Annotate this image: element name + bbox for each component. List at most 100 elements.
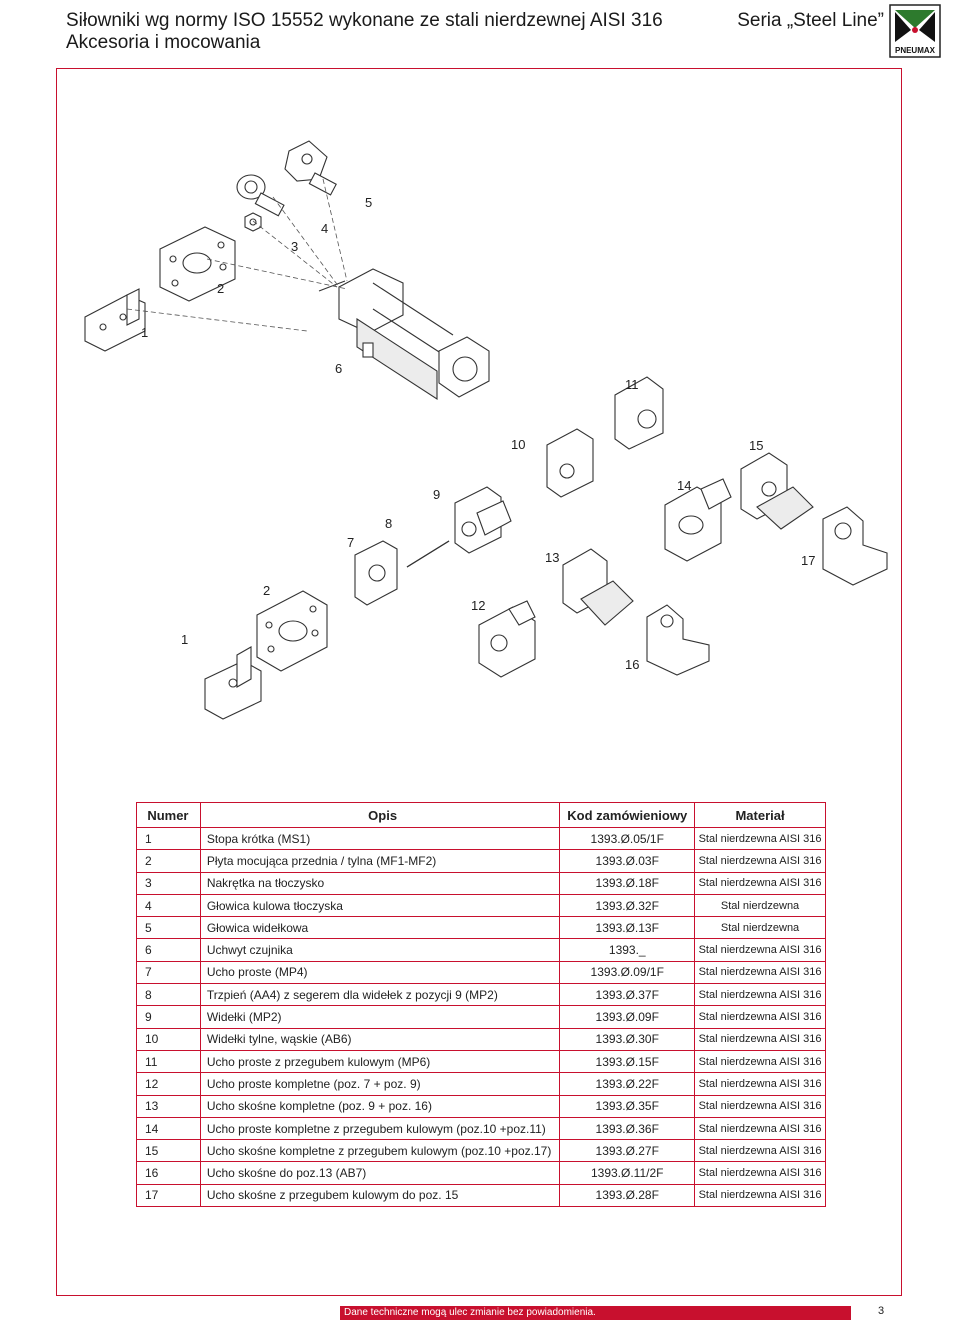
part-3-nut [244,212,262,232]
logo-text: PNEUMAX [895,46,936,55]
cell-number: 2 [136,849,201,873]
title-line-1: Siłowniki wg normy ISO 15552 wykonane ze… [66,10,663,31]
cell-number: 7 [136,961,201,985]
header-description: Opis [199,802,560,828]
table-header-row: Numer Opis Kod zamówieniowy Materiał [136,802,826,828]
cell-number: 3 [136,872,201,895]
part-7-plain-eye [354,540,398,606]
cell-number: 15 [136,1139,201,1163]
cell-description: Stopa krótka (MS1) [199,827,560,851]
cell-material: Stal nierdzewna AISI 316 [694,1005,826,1029]
cell-material: Stal nierdzewna AISI 316 [694,1072,826,1096]
cell-material: Stal nierdzewna AISI 316 [694,938,826,962]
cell-number: 14 [136,1117,201,1141]
cell-order-code: 1393.Ø.32F [559,894,695,918]
cell-order-code: 1393.Ø.35F [559,1095,695,1118]
cell-number: 9 [136,1005,201,1029]
cell-number: 5 [136,916,201,940]
cell-number: 11 [136,1050,201,1074]
part-1-foot-upper [84,288,146,352]
cell-order-code: 1393.Ø.37F [559,983,695,1007]
part-15-angled-eye-spherical [740,452,814,530]
page-number: 3 [878,1305,885,1317]
part-14-eye-spherical-complete [664,478,732,562]
label-15: 15 [749,438,763,453]
cell-number: 17 [136,1184,201,1208]
cell-description: Ucho skośne do poz.13 (AB7) [199,1161,560,1185]
cell-description: Ucho proste (MP4) [199,961,560,985]
pneumax-logo: PNEUMAX [889,4,941,58]
cell-description: Ucho proste kompletne z przegubem kulowy… [199,1117,560,1141]
cell-order-code: 1393.Ø.11/2F [559,1161,695,1185]
cell-material: Stal nierdzewna AISI 316 [694,1028,826,1051]
cell-material: Stal nierdzewna AISI 316 [694,983,826,1007]
footer-note: Dane techniczne mogą ulec zmianie bez po… [340,1306,851,1320]
cell-order-code: 1393.Ø.05/1F [559,827,695,851]
part-10-rear-clevis [546,428,594,498]
cell-number: 16 [136,1161,201,1185]
cell-material: Stal nierdzewna [694,894,826,918]
label-4: 4 [321,221,328,236]
content-frame [56,68,902,1296]
assembly-lines-upper [126,178,348,332]
cell-number: 1 [136,827,201,851]
cell-description: Widełki tylne, wąskie (AB6) [199,1028,560,1051]
cell-description: Głowica widełkowa [199,916,560,940]
cell-description: Ucho skośne z przegubem kulowym do poz. … [199,1184,560,1208]
series-label: Seria „Steel Line” [737,10,884,31]
title-line-2: Akcesoria i mocowania [66,32,261,53]
label-5: 5 [365,195,372,210]
cell-material: Stal nierdzewna AISI 316 [694,1095,826,1118]
cell-description: Widełki (MP2) [199,1005,560,1029]
header-number: Numer [136,802,201,828]
cell-material: Stal nierdzewna [694,916,826,940]
part-11-eye-spherical [614,376,664,450]
cell-material: Stal nierdzewna AISI 316 [694,1161,826,1185]
part-13-angled-eye-complete [562,548,634,626]
label-1-lower: 1 [181,632,188,647]
cell-material: Stal nierdzewna AISI 316 [694,1184,826,1208]
cell-material: Stal nierdzewna AISI 316 [694,872,826,895]
part-4-ball-rod-end [236,174,285,217]
label-13: 13 [545,550,559,565]
cell-description: Nakrętka na tłoczysko [199,872,560,895]
cell-order-code: 1393.Ø.27F [559,1139,695,1163]
part-16-angled-eye [646,604,710,676]
part-12-eye-complete [478,600,536,678]
cell-material: Stal nierdzewna AISI 316 [694,961,826,985]
label-3: 3 [291,239,298,254]
cell-description: Płyta mocująca przednia / tylna (MF1-MF2… [199,849,560,873]
cell-number: 6 [136,938,201,962]
cell-description: Głowica kulowa tłoczyska [199,894,560,918]
part-17-angled-eye-spherical [822,506,888,586]
cell-number: 12 [136,1072,201,1096]
label-12: 12 [471,598,485,613]
cell-order-code: 1393.Ø.18F [559,872,695,895]
cell-description: Ucho proste kompletne (poz. 7 + poz. 9) [199,1072,560,1096]
label-14: 14 [677,478,691,493]
cell-order-code: 1393.Ø.13F [559,916,695,940]
cell-material: Stal nierdzewna AISI 316 [694,1139,826,1163]
cell-order-code: 1393._ [559,938,695,962]
label-11: 11 [625,377,639,392]
cell-description: Uchwyt czujnika [199,938,560,962]
label-8: 8 [385,516,392,531]
cell-order-code: 1393.Ø.22F [559,1072,695,1096]
cell-description: Ucho proste z przegubem kulowym (MP6) [199,1050,560,1074]
label-9: 9 [433,487,440,502]
label-2-upper: 2 [217,281,224,296]
label-6: 6 [335,361,342,376]
